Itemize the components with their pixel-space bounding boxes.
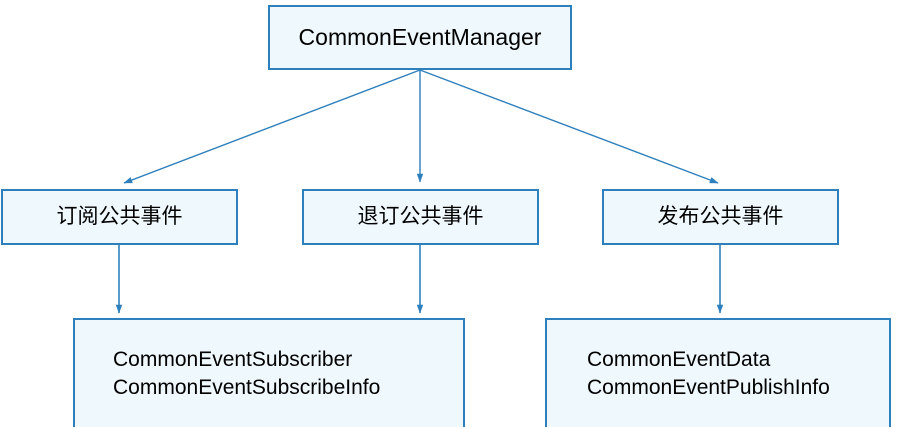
node-label-line-2: CommonEventPublishInfo <box>587 376 830 399</box>
node-label: 发布公共事件 <box>657 205 784 229</box>
node-publish-common-event[interactable]: 发布公共事件 <box>602 189 839 245</box>
node-label: 退订公共事件 <box>357 205 484 229</box>
node-common-event-manager[interactable]: CommonEventManager <box>268 5 572 70</box>
node-label: 订阅公共事件 <box>56 205 183 229</box>
node-label-line-1: CommonEventData <box>587 348 771 372</box>
node-label-line-2: CommonEventSubscribeInfo <box>113 376 381 399</box>
edge-manager-to-subscribe <box>123 69 421 184</box>
node-label: CommonEventManager <box>298 24 542 51</box>
edge-manager-to-publish <box>419 69 719 184</box>
node-subscriber-classes[interactable]: CommonEventSubscriber CommonEventSubscri… <box>73 318 465 427</box>
node-subscribe-common-event[interactable]: 订阅公共事件 <box>1 189 238 245</box>
node-publish-classes[interactable]: CommonEventData CommonEventPublishInfo <box>545 318 891 427</box>
node-unsubscribe-common-event[interactable]: 退订公共事件 <box>302 189 539 245</box>
node-label-line-1: CommonEventSubscriber <box>113 348 353 372</box>
